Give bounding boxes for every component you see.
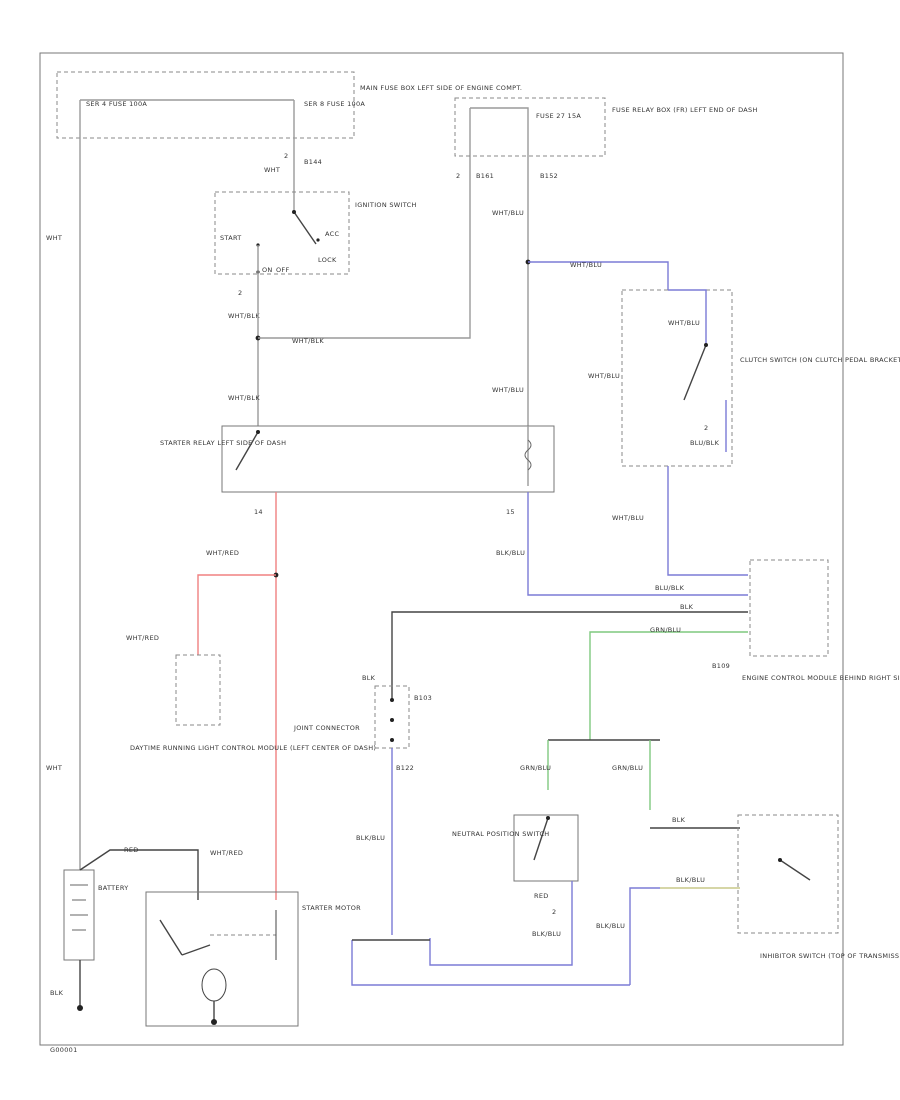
terminal-b109: B109 (712, 662, 730, 670)
wire-wht-red-label-2: WHT/RED (126, 634, 159, 642)
clutch-switch: WHT/BLU WHT/BLU CLUTCH SWITCH (ON CLUTCH… (588, 289, 900, 467)
ser4-fuse-label: SER 4 FUSE 100A (86, 100, 147, 108)
terminal-2a: 2 (284, 152, 288, 160)
drl-module: DAYTIME RUNNING LIGHT CONTROL MODULE (LE… (130, 654, 376, 752)
wire-grn-blu-label-2: GRN/BLU (612, 764, 643, 772)
terminal-2d: 2 (704, 424, 708, 432)
wire-wht-blu-label-3: WHT/BLU (492, 386, 524, 394)
fuse-relay-box-label: FUSE RELAY BOX (FR) LEFT END OF DASH (612, 106, 758, 114)
wire-blu-wht-label: BLU/BLK (690, 439, 720, 447)
battery-label: BATTERY (98, 884, 129, 892)
fuse-relay-box: FUSE 27 15A FUSE RELAY BOX (FR) LEFT END… (454, 97, 758, 180)
wire-blk-joint-label: BLK (362, 674, 376, 682)
ignition-switch: IGNITION SWITCH START ACC OFF ON LOCK (214, 191, 417, 275)
wire-blk-inhibitor-label: BLK (672, 816, 686, 824)
wire-red-battery-label: RED (124, 846, 139, 854)
drl-module-label: DAYTIME RUNNING LIGHT CONTROL MODULE (LE… (130, 744, 376, 752)
joint-connector-label: JOINT CONNECTOR (293, 724, 360, 732)
wire-wht-red-label-3: WHT/RED (210, 849, 243, 857)
terminal-15: 15 (506, 508, 515, 516)
ign-acc-label: ACC (325, 230, 339, 238)
wire-wht-blu-ecm-label: WHT/BLU (612, 514, 644, 522)
engine-control-module-label: ENGINE CONTROL MODULE BEHIND RIGHT SIDE … (742, 674, 900, 682)
terminal-b152: B152 (540, 172, 558, 180)
terminal-2c: 2 (456, 172, 460, 180)
neutral-position-switch-label: NEUTRAL POSITION SWITCH (452, 830, 549, 838)
terminal-2e: 2 (552, 908, 556, 916)
wire-grn-blu-label-1: GRN/BLU (520, 764, 551, 772)
wire-blk-blu-neutral-label: BLK/BLU (532, 930, 561, 938)
fuse-27-label: FUSE 27 15A (536, 112, 581, 120)
wire-blu-blk-ecm-label: BLU/BLK (655, 584, 685, 592)
clutch-switch-label: CLUTCH SWITCH (ON CLUTCH PEDAL BRACKET) (740, 356, 900, 364)
terminal-b161: B161 (476, 172, 494, 180)
ign-off-label: OFF (276, 266, 290, 274)
wire-wht-blu-label-1: WHT/BLU (492, 209, 524, 217)
terminal-14: 14 (254, 508, 263, 516)
wire-wht-blk-label-3: WHT/BLK (228, 394, 260, 402)
wire-blk-blu-inhibitor-label: BLK/BLU (676, 876, 705, 884)
ignition-switch-label: IGNITION SWITCH (355, 201, 417, 209)
joint-connector: BLK B103 JOINT CONNECTOR B122 (293, 674, 432, 772)
engine-control-module: B109 ENGINE CONTROL MODULE BEHIND RIGHT … (712, 559, 900, 682)
wire-wht-label-top: WHT (46, 234, 62, 242)
starter-motor-label: STARTER MOTOR (302, 904, 361, 912)
wire-wht-ign-label: WHT (264, 166, 280, 174)
main-fuse-box-label: MAIN FUSE BOX LEFT SIDE OF ENGINE COMPT. (360, 84, 522, 92)
neutral-position-switch: NEUTRAL POSITION SWITCH RED 2 BLK/BLU (452, 814, 579, 938)
wire-blk-battery-label: BLK (50, 989, 64, 997)
starter-motor: STARTER MOTOR (145, 891, 361, 1027)
ign-lock-label: LOCK (318, 256, 337, 264)
main-fuse-box: SER 4 FUSE 100A SER 8 FUSE 100A MAIN FUS… (56, 71, 522, 166)
diagram-frame (39, 52, 844, 1046)
ign-on-label: ON (262, 266, 273, 274)
footer-code: G00001 (50, 1046, 78, 1054)
inhibitor-switch-label: INHIBITOR SWITCH (TOP OF TRANSMISSION) (760, 952, 900, 960)
wire-wht-blk-label-2: WHT/BLK (292, 337, 324, 345)
wire-wht-blu-clutch-label: WHT/BLU (588, 372, 620, 380)
wire-blk-blu-label-2: BLK/BLU (596, 922, 625, 930)
wire-blk-blu-label-1: BLK/BLU (496, 549, 525, 557)
wire-blk-ecm-label: BLK (680, 603, 694, 611)
wire-wht-label-bottom: WHT (46, 764, 62, 772)
starter-relay: STARTER RELAY LEFT SIDE OF DASH 14 15 (160, 425, 555, 516)
inhibitor-switch: INHIBITOR SWITCH (TOP OF TRANSMISSION) (737, 814, 900, 960)
battery: BATTERY RED BLK (50, 846, 199, 1011)
wire-wht-blk-label-1: WHT/BLK (228, 312, 260, 320)
wire-wht-blu-label-2: WHT/BLU (570, 261, 602, 269)
wire-wht-red-label-1: WHT/RED (206, 549, 239, 557)
terminal-b144: B144 (304, 158, 322, 166)
wire-wht-blu-clutch-label-2: WHT/BLU (668, 319, 700, 327)
terminal-2b: 2 (238, 289, 242, 297)
wire-grn-blu-ecm-label: GRN/BLU (650, 626, 681, 634)
starter-relay-label: STARTER RELAY LEFT SIDE OF DASH (160, 439, 286, 447)
ser8-fuse-label: SER 8 FUSE 100A (304, 100, 365, 108)
ign-start-label: START (220, 234, 242, 242)
wire-blk-blu-joint-label: BLK/BLU (356, 834, 385, 842)
wire-red-label: RED (534, 892, 549, 900)
terminal-b103: B103 (414, 694, 432, 702)
terminal-b122: B122 (396, 764, 414, 772)
